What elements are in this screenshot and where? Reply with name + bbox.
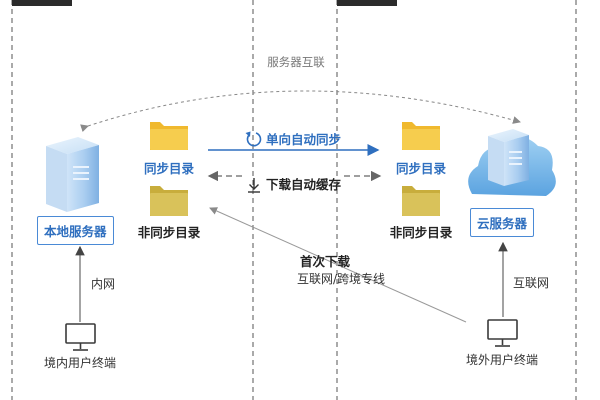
top-corner-bar [337, 0, 397, 6]
folder-icon [150, 122, 188, 150]
local-server-label-box: 本地服务器 [37, 216, 114, 245]
domestic-user-label: 境内用户终端 [43, 356, 117, 370]
top-corner-bar [12, 0, 72, 6]
download-cache-label: 下载自动缓存 [266, 177, 342, 192]
download-icon [248, 178, 260, 193]
first-download-label: 首次下载 [300, 254, 351, 269]
server-interconnect-arc [80, 90, 521, 132]
left-nonsync-dir-label: 非同步目录 [137, 225, 201, 240]
monitor-icon [65, 323, 96, 351]
folder-icon [150, 186, 188, 216]
overseas-user-label: 境外用户终端 [465, 353, 539, 367]
server-icon [46, 137, 99, 212]
folder-icon [402, 122, 440, 150]
zone-divider-lines [11, 0, 577, 400]
sync-icon [245, 131, 262, 147]
right-sync-dir-label: 同步目录 [395, 161, 447, 176]
right-nonsync-dir-label: 非同步目录 [389, 225, 453, 240]
intranet-label: 内网 [91, 277, 116, 291]
cloud-server-icon [488, 129, 529, 186]
cloud-server-label-box: 云服务器 [470, 208, 535, 237]
one-way-sync-label: 单向自动同步 [266, 132, 342, 147]
internet-label: 互联网 [513, 276, 550, 290]
server-interconnect-label: 服务器互联 [267, 55, 325, 69]
first-download-arrow [209, 207, 467, 323]
channel-label: 互联网/跨境专线 [297, 272, 386, 286]
left-sync-dir-label: 同步目录 [143, 161, 195, 176]
monitor-icon [487, 319, 518, 347]
folder-icon [402, 186, 440, 216]
